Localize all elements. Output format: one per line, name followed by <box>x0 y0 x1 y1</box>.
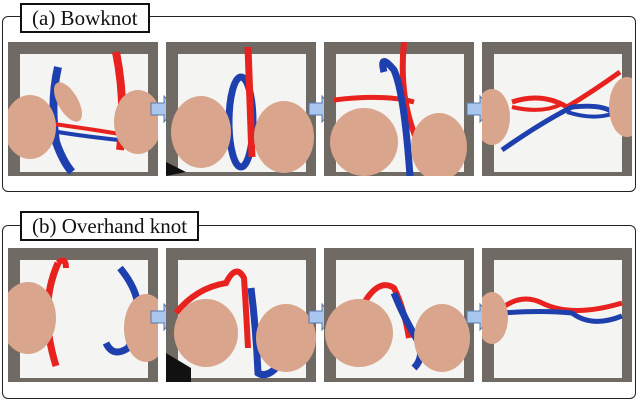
photo-bowknot-step-1 <box>8 42 158 176</box>
panel-bowknot <box>2 16 636 192</box>
photo-overhand-step-2 <box>166 248 316 382</box>
photo-bowknot-step-2 <box>166 42 316 176</box>
panel-overhand-knot <box>2 225 636 399</box>
photo-overhand-step-3 <box>324 248 474 382</box>
photo-overhand-step-1 <box>8 248 158 382</box>
photo-overhand-step-4 <box>482 248 632 382</box>
panel-label-overhand-knot: (b) Overhand knot <box>20 211 200 241</box>
photo-bowknot-step-3 <box>324 42 474 176</box>
photo-bowknot-step-4 <box>482 42 632 176</box>
panel-label-bowknot: (a) Bowknot <box>20 3 150 33</box>
